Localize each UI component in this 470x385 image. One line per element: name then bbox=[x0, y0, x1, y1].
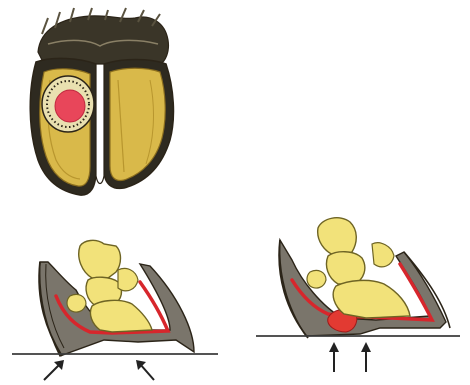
arrow-up-icon bbox=[329, 342, 339, 372]
right-claw bbox=[104, 60, 173, 189]
arrow-up-right-icon bbox=[44, 360, 64, 380]
hoof-section-right bbox=[256, 218, 460, 372]
hoof-sole-illustration bbox=[30, 8, 173, 195]
pressure-arrows-right bbox=[329, 342, 371, 372]
pressure-arrows-left bbox=[44, 360, 154, 380]
arrow-up-icon bbox=[361, 342, 371, 372]
hoof-section-left bbox=[12, 240, 218, 380]
interdigital-cleft bbox=[96, 64, 104, 184]
arrow-up-left-icon bbox=[136, 360, 154, 380]
hoof-hair-coronet bbox=[38, 8, 168, 64]
sole-ulcer-lesion bbox=[42, 76, 94, 132]
